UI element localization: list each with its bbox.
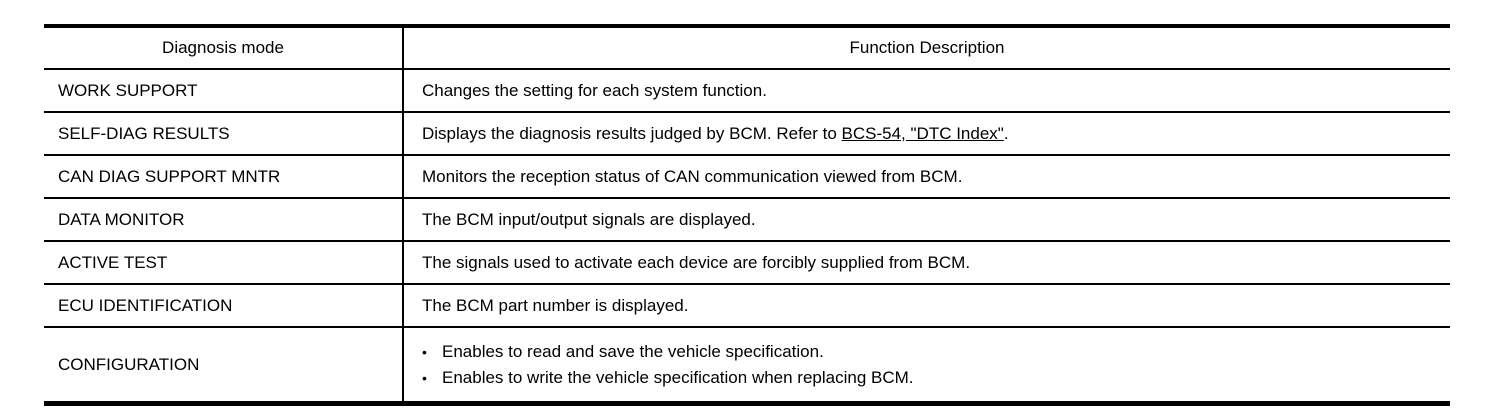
bullet-item: • Enables to write the vehicle specifica… (422, 365, 1440, 391)
header-function-description: Function Description (403, 26, 1450, 69)
table-row: CONFIGURATION • Enables to read and save… (44, 327, 1450, 404)
mode-configuration: CONFIGURATION (44, 327, 404, 404)
bullet-icon: • (422, 343, 427, 360)
desc-can-diag-support-mntr: Monitors the reception status of CAN com… (403, 155, 1450, 198)
dtc-index-link[interactable]: BCS-54, "DTC Index" (841, 123, 1004, 143)
mode-data-monitor: DATA MONITOR (44, 198, 404, 241)
desc-text-prefix: Displays the diagnosis results judged by… (422, 123, 842, 143)
header-row: Diagnosis mode Function Description (44, 26, 1450, 69)
diagnosis-mode-table: Diagnosis mode Function Description WORK… (44, 24, 1450, 406)
desc-active-test: The signals used to activate each device… (403, 241, 1450, 284)
mode-active-test: ACTIVE TEST (44, 241, 404, 284)
table-header: Diagnosis mode Function Description (44, 26, 1450, 69)
bullet-item: • Enables to read and save the vehicle s… (422, 339, 1440, 365)
bullet-text: Enables to write the vehicle specificati… (442, 367, 914, 387)
desc-data-monitor: The BCM input/output signals are display… (403, 198, 1450, 241)
table-row: ACTIVE TEST The signals used to activate… (44, 241, 1450, 284)
desc-self-diag-results: Displays the diagnosis results judged by… (403, 112, 1450, 155)
bullet-icon: • (422, 369, 427, 386)
header-diagnosis-mode: Diagnosis mode (44, 26, 404, 69)
desc-text-suffix: . (1003, 123, 1009, 143)
table-row: ECU IDENTIFICATION The BCM part number i… (44, 284, 1450, 327)
mode-can-diag-support-mntr: CAN DIAG SUPPORT MNTR (44, 155, 404, 198)
mode-work-support: WORK SUPPORT (44, 69, 404, 112)
mode-self-diag-results: SELF-DIAG RESULTS (44, 112, 404, 155)
desc-work-support: Changes the setting for each system func… (403, 69, 1450, 112)
desc-configuration: • Enables to read and save the vehicle s… (403, 327, 1450, 404)
table-row: DATA MONITOR The BCM input/output signal… (44, 198, 1450, 241)
mode-ecu-identification: ECU IDENTIFICATION (44, 284, 404, 327)
bullet-text: Enables to read and save the vehicle spe… (442, 341, 824, 361)
table-row: WORK SUPPORT Changes the setting for eac… (44, 69, 1450, 112)
table-row: CAN DIAG SUPPORT MNTR Monitors the recep… (44, 155, 1450, 198)
table-row: SELF-DIAG RESULTS Displays the diagnosis… (44, 112, 1450, 155)
desc-ecu-identification: The BCM part number is displayed. (403, 284, 1450, 327)
